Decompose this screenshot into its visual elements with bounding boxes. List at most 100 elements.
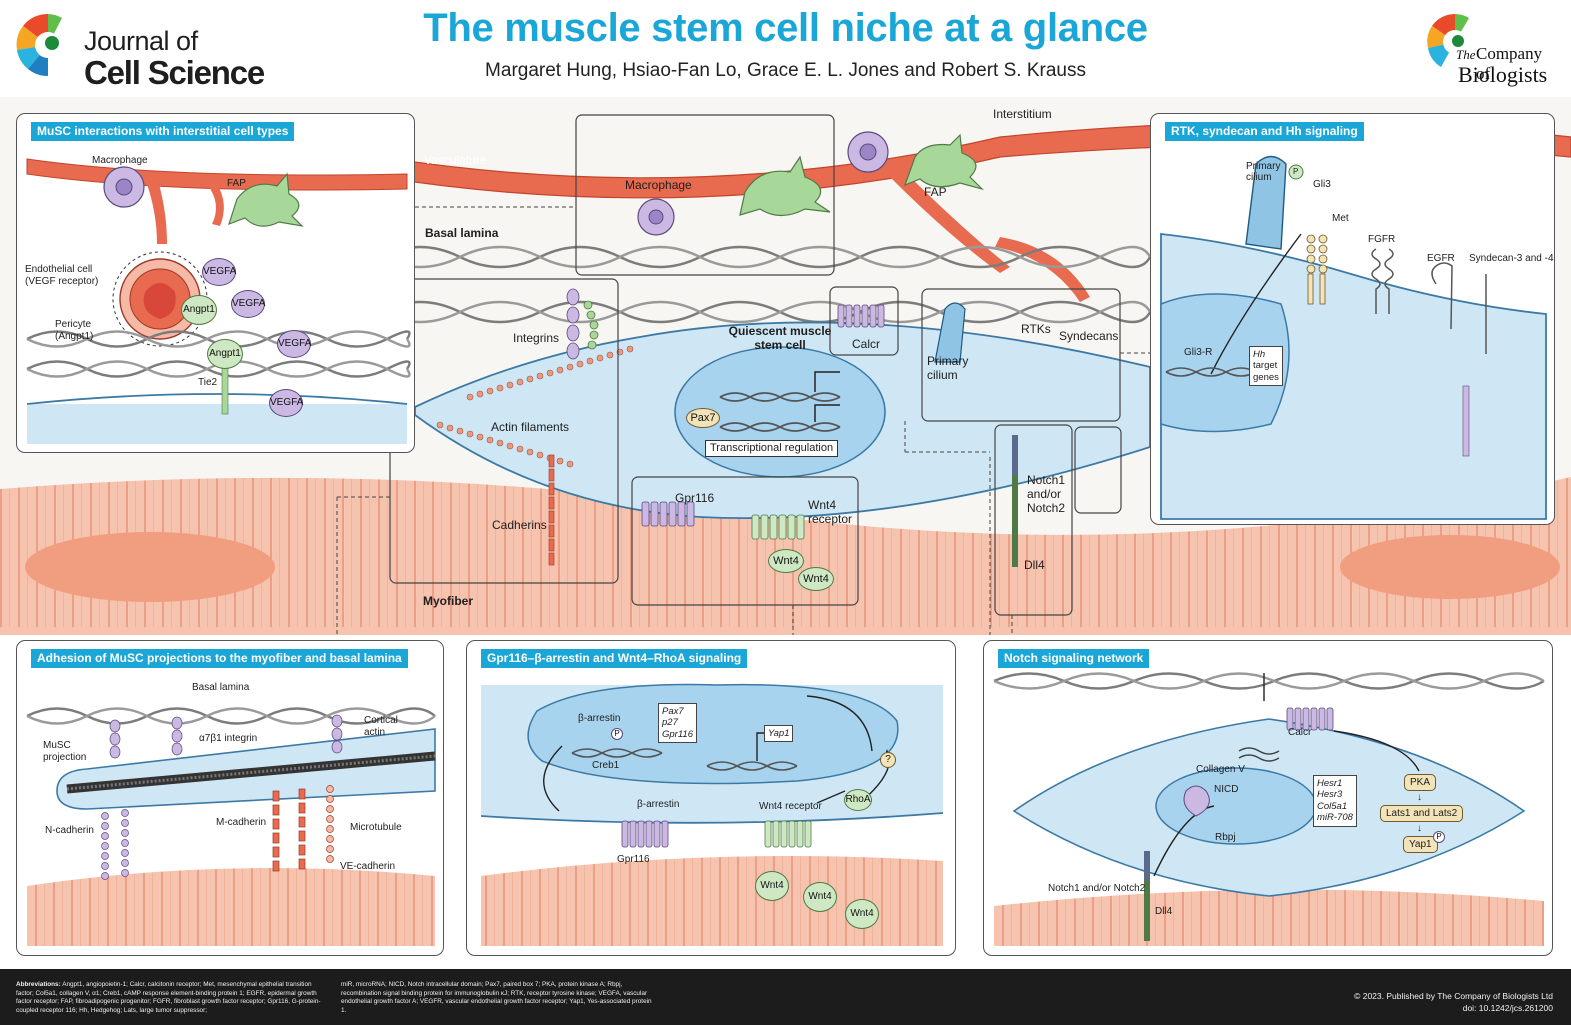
vasculature-label: Vasculature [424, 153, 487, 167]
cortical-actin-label-line2: actin [364, 727, 386, 738]
wnt4-ligand-2: Wnt4 [798, 567, 834, 591]
vegfa-ligand-4: VEGFA [269, 389, 303, 417]
actin-filaments-label: Actin filaments [491, 420, 570, 434]
phospho-label: P [1293, 167, 1299, 176]
basal-lamina-label: Basal lamina [425, 226, 499, 240]
arrow-lats-yap1: ↓ [1417, 823, 1422, 834]
panel-adhesion: Adhesion of MuSC projections to the myof… [16, 640, 444, 956]
musc-projection-label-line1: MuSC [43, 740, 71, 751]
beta-arrestin-label: β-arrestin [578, 713, 621, 724]
abbreviations-column-2: miR, microRNA; NICD, Notch intracellular… [341, 981, 652, 1014]
integrin-label: α7β1 integrin [199, 733, 258, 744]
panel-adhesion-title: Adhesion of MuSC projections to the myof… [31, 649, 408, 668]
rtks-label: RTKs [1021, 322, 1051, 336]
myofiber-label: Myofiber [423, 594, 474, 608]
macrophage-label: Macrophage [92, 155, 148, 166]
wnt4-receptor-label-line2: receptor [808, 512, 853, 526]
notch-label-line2: and/or [1027, 487, 1062, 501]
collagen-v-label: Collagen V [1196, 764, 1245, 775]
panel-gpr116-wnt4: Gpr116–β-arrestin and Wnt4–RhoA signalin… [466, 640, 956, 956]
poster-footer: Abbreviations: Angpt1, angiopoietin-1; C… [0, 969, 1571, 1025]
gpr116-label: Gpr116 [675, 491, 715, 505]
primary-cilium-label-line2: cilium [927, 368, 958, 382]
n-cadherin-label: N-cadherin [45, 825, 94, 836]
arrow-pka-lats: ↓ [1417, 792, 1422, 803]
pericyte-label-line1: Pericyte [55, 319, 92, 330]
egfr-label: EGFR [1427, 253, 1455, 264]
copyright-line: © 2023. Published by The Company of Biol… [1354, 991, 1553, 1001]
lats-box: Lats1 and Lats2 [1380, 805, 1464, 822]
primary-cilium-label-line2: cilium [1246, 172, 1272, 183]
syndecans-label: Syndecans [1059, 329, 1119, 343]
musc-projection-label-line2: projection [43, 752, 87, 763]
gene-p27: p27 [662, 717, 678, 729]
myonucleus-left [25, 532, 275, 602]
integrins-label: Integrins [513, 331, 560, 345]
quiescent-stem-cell-label-line1: Quiescent muscle [728, 324, 832, 338]
gene-pax7: Pax7 [662, 706, 684, 717]
notch-target-genes-box: Hesr1 Hesr3 Col5a1 miR-708 [1313, 775, 1357, 827]
journal-name-line1: Journal of [84, 26, 198, 56]
abbreviations-text-1: Angpt1, angiopoietin-1; Calcr, calcitoni… [16, 981, 321, 1014]
gene-hesr1: Hesr1 [1317, 778, 1343, 789]
phospho-label: P [611, 728, 623, 740]
publisher-biologists: Biologists [1458, 62, 1548, 87]
journal-logo[interactable]: Journal of Cell Science [14, 12, 274, 91]
macrophage-label: Macrophage [625, 178, 692, 192]
gli3r-label: Gli3-R [1184, 347, 1213, 358]
calcr-label: Calcr [852, 337, 881, 351]
fap-cell [739, 133, 985, 217]
wnt4-ligand-3: Wnt4 [845, 899, 879, 929]
nicd-label: NICD [1214, 784, 1239, 795]
panel-adhesion-illustration [26, 707, 436, 946]
publisher-logo[interactable]: The Company of Biologists [1425, 12, 1560, 87]
angpt1-ligand-2: Angpt1 [207, 339, 243, 369]
endothelial-label-line1: Endothelial cell [25, 264, 93, 275]
gene-hesr3: Hesr3 [1317, 789, 1343, 801]
publisher-company: Company of [1476, 44, 1543, 83]
phospho-label: P [1433, 831, 1445, 843]
publisher-logo-icon [1427, 13, 1469, 67]
macrophage-cell [637, 131, 889, 236]
panel-gpr-title: Gpr116–β-arrestin and Wnt4–RhoA signalin… [481, 649, 748, 668]
calcr-label: Calcr [1288, 727, 1312, 738]
fap-label: FAP [227, 178, 246, 189]
dll4-label: Dll4 [1024, 558, 1045, 572]
panel-musc-interactions: MuSC interactions with interstitial cell… [16, 113, 415, 453]
cadherins-label: Cadherins [492, 518, 547, 532]
gene-gpr116: Gpr116 [662, 728, 693, 740]
syndecan-label: Syndecan-3 and -4 [1469, 253, 1554, 264]
creb1-label: Creb1 [592, 760, 620, 771]
beta-arrestin-membrane-label: β-arrestin [637, 799, 680, 810]
notch-receptor-label: Notch1 and/or Notch2 [1048, 883, 1146, 894]
notch-label-line3: Notch2 [1027, 501, 1066, 515]
gli3-label: Gli3 [1313, 179, 1331, 190]
transcriptional-regulation-label: Transcriptional regulation [705, 440, 839, 457]
panel-gpr116-illustration [480, 683, 944, 946]
pka-box: PKA [1404, 774, 1437, 791]
interstitium-label: Interstitium [993, 107, 1052, 121]
yap1-box: Yap1 [1403, 836, 1438, 853]
abbreviations-column-1: Abbreviations: Angpt1, angiopoietin-1; C… [16, 981, 331, 1016]
wnt4-ligand-1: Wnt4 [768, 549, 804, 573]
hh-target-genes-box: Hh target genes [1249, 346, 1283, 387]
tie2-label: Tie2 [198, 377, 218, 388]
doi-line[interactable]: doi: 10.1242/jcs.261200 [1462, 1002, 1553, 1013]
panel-rtk-illustration [1160, 155, 1547, 520]
vegfa-ligand-3: VEGFA [277, 330, 311, 358]
gene-mir708: miR-708 [1317, 812, 1353, 824]
panel-musc-title: MuSC interactions with interstitial cell… [31, 122, 295, 141]
fgfr-label: FGFR [1368, 234, 1396, 245]
ve-cadherin-label: VE-cadherin [340, 861, 396, 872]
pax7-label: Pax7 [686, 408, 720, 428]
notch-label-line1: Notch1 [1027, 473, 1066, 487]
poster-header: Journal of Cell Science The muscle stem … [0, 0, 1571, 97]
publisher-the: The [1456, 47, 1476, 62]
panel-rtk-title: RTK, syndecan and Hh signaling [1165, 122, 1364, 141]
panel-notch-title: Notch signaling network [998, 649, 1150, 668]
abbreviations-heading: Abbreviations: [16, 981, 61, 988]
journal-name-line2: Cell Science [84, 54, 265, 91]
wnt4-ligand-1: Wnt4 [755, 871, 789, 901]
myonucleus-right [1340, 535, 1560, 599]
credit-block: © 2023. Published by The Company of Biol… [1354, 991, 1553, 1015]
